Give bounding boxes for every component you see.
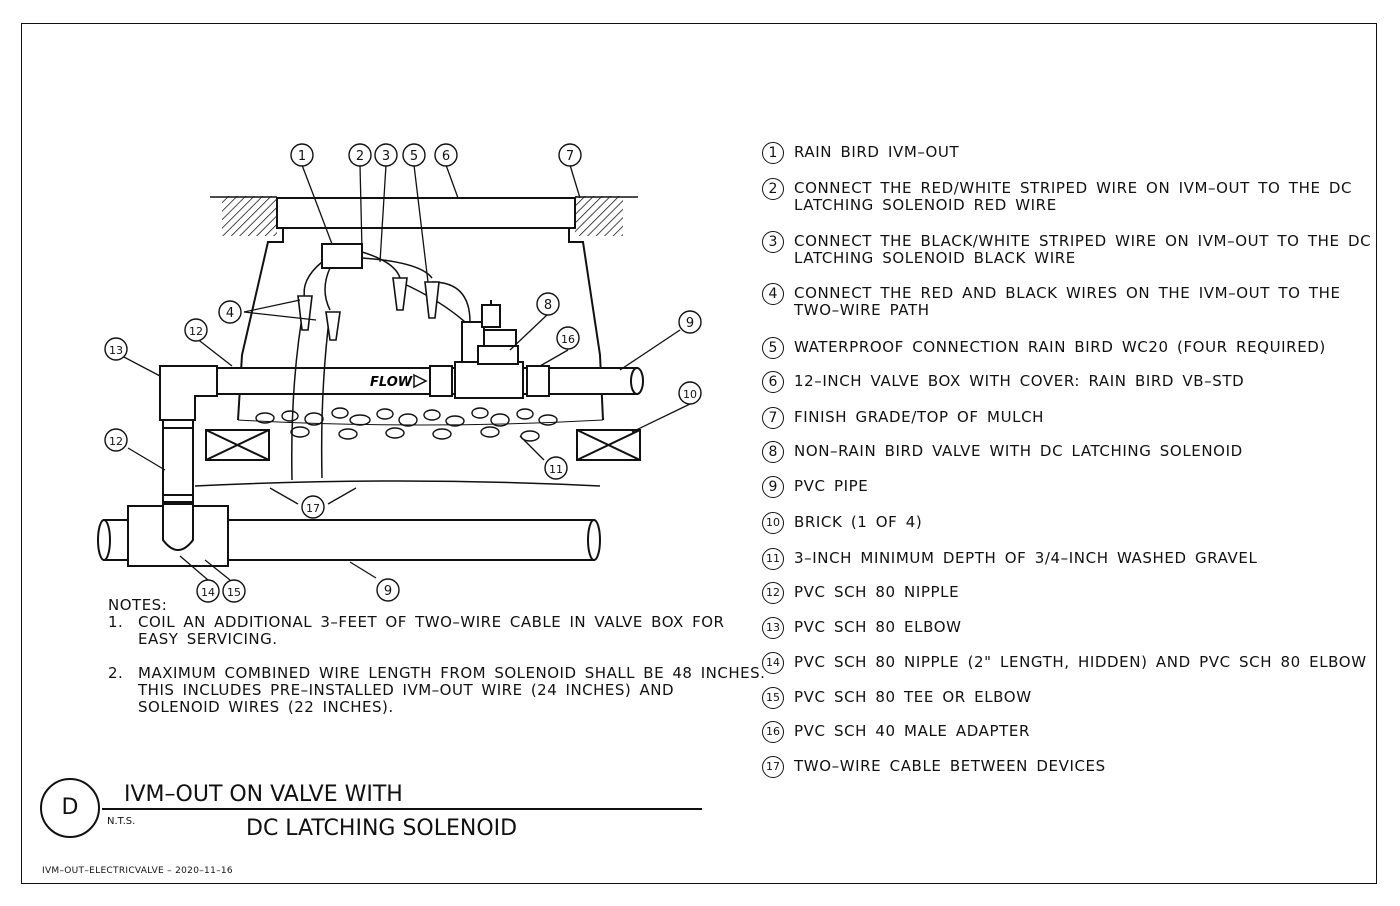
callout-12-bottom: 12 (109, 435, 123, 448)
callout-12-top: 12 (189, 325, 203, 338)
callout-9-bottom: 9 (384, 584, 392, 599)
callout-8: 8 (544, 298, 552, 313)
lateral-pipe (216, 361, 644, 399)
callout-2: 2 (356, 149, 364, 164)
detail-letter: D (40, 778, 100, 838)
notes-heading: NOTES: (108, 596, 168, 614)
callout-11: 11 (549, 463, 563, 476)
callout-1: 1 (298, 149, 306, 164)
soil-hatch-left (222, 196, 277, 236)
brick-left (205, 429, 270, 461)
note-item: 2. MAXIMUM COMBINED WIRE LENGTH FROM SOL… (108, 664, 766, 716)
callout-10: 10 (683, 388, 697, 401)
notes: NOTES: 1. COIL AN ADDITIONAL 3–FEET OF T… (108, 597, 765, 716)
drawing-border (21, 23, 1377, 884)
callout-15: 15 (227, 586, 241, 599)
callout-7: 7 (566, 149, 574, 164)
gravel-bed (255, 407, 558, 442)
wire-connectors (297, 277, 440, 341)
drawing-id-footer: IVM–OUT–ELECTRICVALVE – 2020–11–16 (42, 866, 233, 876)
callout-14: 14 (201, 586, 215, 599)
title-line-2: DC LATCHING SOLENOID (246, 816, 518, 841)
callout-16: 16 (561, 333, 575, 346)
scale-note: N.T.S. (107, 816, 136, 827)
callout-17: 17 (306, 502, 320, 515)
callout-3: 3 (382, 149, 390, 164)
note-item: 1. COIL AN ADDITIONAL 3–FEET OF TWO–WIRE… (108, 613, 725, 648)
brick-right (576, 429, 641, 461)
elbow-and-nipple (159, 365, 218, 503)
valve-box-lid (276, 197, 576, 229)
dc-latching-valve (461, 300, 519, 365)
callout-5: 5 (410, 149, 418, 164)
callout-6: 6 (442, 149, 450, 164)
title-line-1: IVM–OUT ON VALVE WITH (124, 782, 403, 807)
callout-9-top: 9 (686, 316, 694, 331)
main-pipe (97, 503, 601, 567)
title-rule (102, 808, 702, 810)
callout-13: 13 (109, 344, 123, 357)
soil-hatch-right (575, 196, 623, 236)
ground-line (194, 480, 601, 487)
flow-label: FLOW (370, 375, 413, 390)
ivm-out-device (321, 243, 363, 269)
callout-leaders (121, 164, 691, 581)
callout-4: 4 (226, 306, 234, 321)
callout-bubbles (104, 143, 702, 603)
